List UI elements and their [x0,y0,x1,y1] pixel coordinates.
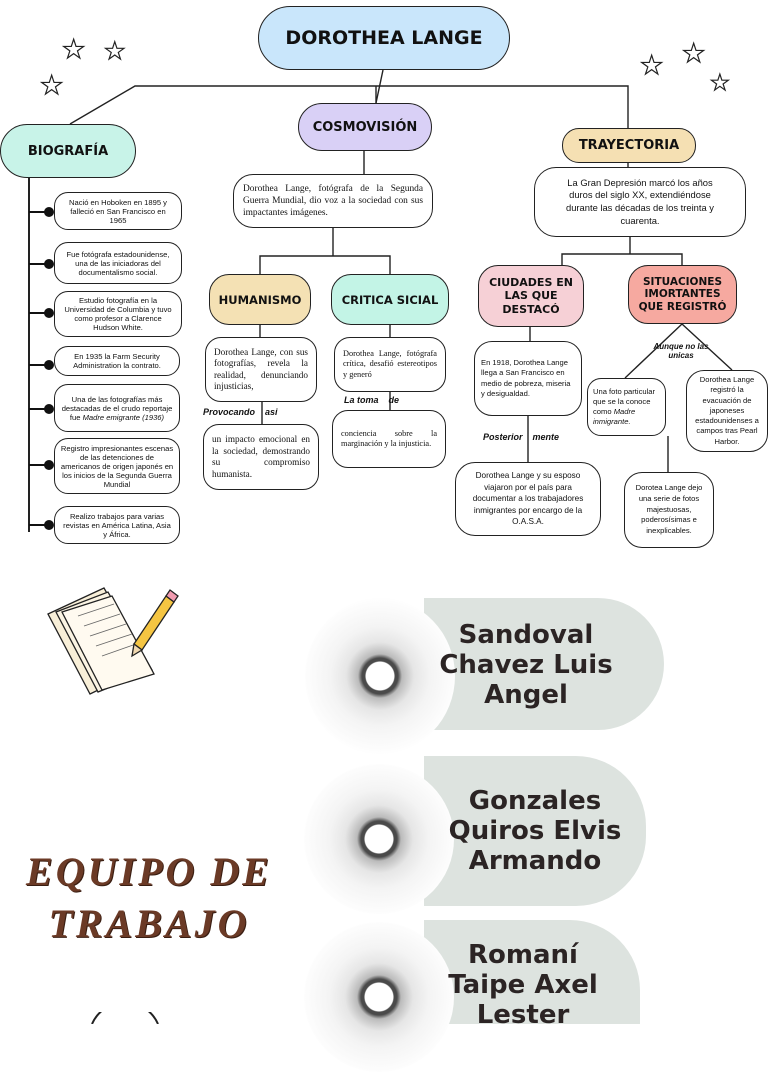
star-icon: ★ [61,34,86,64]
cosmovision-heading: COSMOVISIÓN [298,103,432,151]
ciudades-text: Dorothea Lange y su esposo viajaron por … [455,462,601,536]
connector-lines [28,69,733,532]
star-icon: ★ [639,50,664,80]
disc-icon [304,764,454,914]
ciudades-connector: Posterior mente [483,432,560,442]
star-icon: ★ [39,70,64,100]
member-tab [424,756,646,906]
situaciones-text: Una foto particular que se la conoce com… [587,378,666,436]
decorative-circle [91,1012,159,1024]
star-icon: ★ [103,38,126,65]
situaciones-heading: SITUACIONES IMORTANTES QUE REGISTRÓ [628,265,737,324]
trayectoria-heading: TRAYECTORIA [562,128,696,163]
member-name: Romaní Taipe Axel Lester [448,940,598,1030]
situaciones-text: Dorothea Lange registró la evacuación de… [686,370,768,452]
situaciones-connector: Aunque no las unicas [653,342,709,360]
biografia-item: Estudio fotografía en la Universidad de … [54,291,182,337]
biografia-item: Una de las fotografías más destacadas de… [54,384,180,432]
team-title-line1: EQUIPO DE [26,849,272,894]
member-tab [424,598,664,730]
notebook-pencil-icon [47,587,179,695]
team-title: EQUIPO DE TRABAJO [4,846,294,950]
ciudades-heading: CIUDADES EN LAS QUE DESTACÓ [478,265,584,327]
biografia-item: Fue fotógrafa estadounidense, una de las… [54,242,182,284]
member-name: Sandoval Chavez Luis Angel [439,620,613,710]
biografia-item: Realizo trabajos para varias revistas en… [54,506,180,544]
biografia-item: Registro impresionantes escenas de las d… [54,438,180,494]
star-icon: ★ [681,38,706,68]
page-title: DOROTHEA LANGE [258,6,510,70]
humanismo-heading: HUMANISMO [209,274,311,325]
trayectoria-summary: La Gran Depresión marcó los años duros d… [534,167,746,237]
team-title-line2: TRABAJO [48,901,250,946]
member-tab [424,920,640,1024]
humanismo-text: Dorothea Lange, con sus fotografías, rev… [205,337,317,402]
situaciones-text-left: Una foto particular que se la conoce com… [593,386,656,427]
cosmovision-summary: Dorothea Lange, fotógrafa de la Segunda … [233,174,433,228]
humanismo-text: un impacto emocional en la sociedad, dem… [203,424,319,490]
star-icon: ★ [709,70,730,95]
critica-connector: La toma de [344,395,400,405]
ciudades-text: En 1918, Dorothea Lange llega a San Fran… [474,341,582,416]
situaciones-text: Dorotea Lange dejo una serie de fotos ma… [624,472,714,548]
humanismo-connector: Provocando asi [203,407,278,417]
critica-text: Dorothea Lange, fotógrafa crítica, desaf… [334,337,446,392]
biografia-item: En 1935 la Farm Security Administration … [54,346,180,376]
biografia-item: Nació en Hoboken en 1895 y falleció en S… [54,192,182,230]
biografia-item-text: Una de las fotografías más destacadas de… [61,394,173,422]
member-name: Gonzales Quiros Elvis Armando [448,786,622,876]
critica-heading: CRITICA SICIAL [331,274,449,325]
critica-text: conciencia sobre la marginación y la inj… [332,410,446,468]
disc-icon [305,598,455,754]
biografia-heading: BIOGRAFÍA [0,124,136,178]
